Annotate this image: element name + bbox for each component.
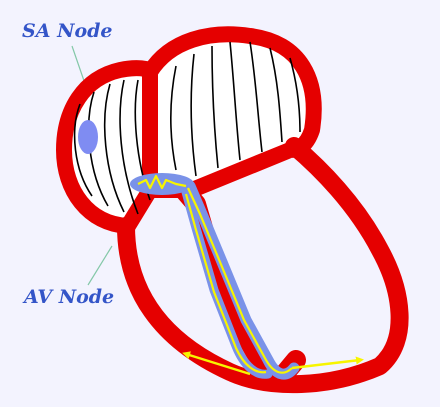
left-impulse-arrow <box>182 351 251 376</box>
his-bundle-signal <box>187 187 293 374</box>
av-node-label: AV Node <box>24 286 115 308</box>
av-node-signal <box>137 174 187 190</box>
bundle-branch-signal <box>184 193 267 374</box>
av-leader-line <box>87 245 113 286</box>
right-impulse-arrow <box>291 356 364 370</box>
sa-node <box>78 120 98 154</box>
sa-node-label: SA Node <box>22 20 113 42</box>
av-node <box>130 173 194 195</box>
left-atrium-fibers <box>169 41 301 177</box>
ventricles <box>117 137 409 394</box>
